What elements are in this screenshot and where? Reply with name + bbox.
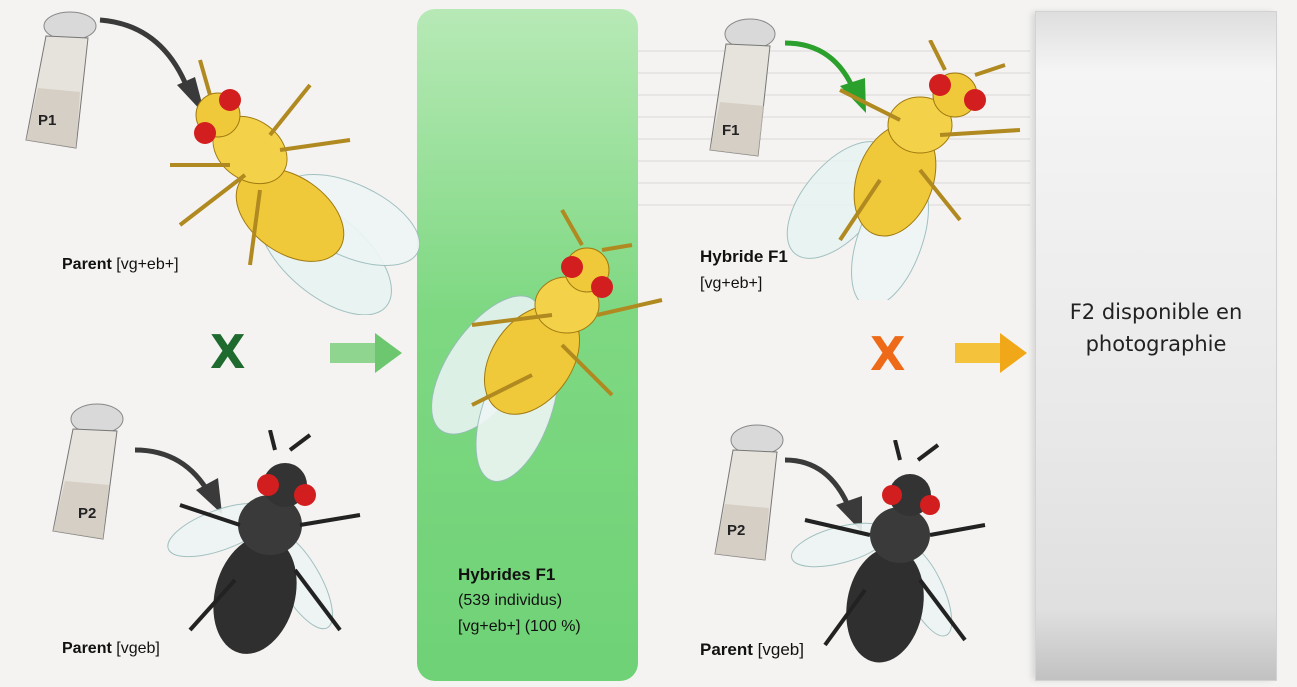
- cross-symbol-1: X: [210, 325, 245, 379]
- salt-shaker-p2: [45, 395, 125, 550]
- hybrides-count: (539 individus): [458, 592, 562, 610]
- salt-shaker-p2-right: [705, 418, 785, 573]
- salt-label-p2-right: P2: [727, 522, 745, 539]
- f2-panel-line1: F2 disponible en: [1040, 296, 1272, 328]
- f2-panel-shade-top: [1036, 12, 1276, 72]
- label-parent-ebony: Parent [vgeb]: [62, 640, 160, 658]
- fly-hybrid-f1: [412, 205, 672, 495]
- fly-parent-wild: [150, 55, 420, 315]
- hybride-f1-phenotype: [vg+eb+]: [700, 275, 762, 293]
- hybrides-title: Hybrides F1: [458, 565, 555, 585]
- fly-parent-ebony-right: [790, 440, 1010, 680]
- fly-hybrid-f1-right: [780, 40, 1040, 300]
- salt-label-p1: P1: [38, 112, 56, 129]
- salt-label-f1: F1: [722, 122, 740, 139]
- label-parent-ebony-right: Parent [vgeb]: [700, 640, 804, 660]
- arrow-to-f2: [955, 333, 1030, 373]
- salt-label-p2: P2: [78, 505, 96, 522]
- f2-panel-text: F2 disponible en photographie: [1040, 296, 1272, 360]
- hybrides-phenotype: [vg+eb+] (100 %): [458, 618, 581, 636]
- cross-symbol-2: X: [870, 327, 905, 381]
- salt-shaker-f1: [700, 12, 780, 167]
- arrow-to-f1: [330, 333, 405, 373]
- f2-panel-shade-bottom: [1036, 610, 1276, 680]
- salt-shaker-p1: [18, 8, 98, 163]
- fly-parent-ebony: [160, 430, 380, 670]
- label-parent-wild: Parent [vg+eb+]: [62, 256, 179, 274]
- f2-panel-line2: photographie: [1040, 328, 1272, 360]
- hybride-f1-title: Hybride F1: [700, 247, 788, 267]
